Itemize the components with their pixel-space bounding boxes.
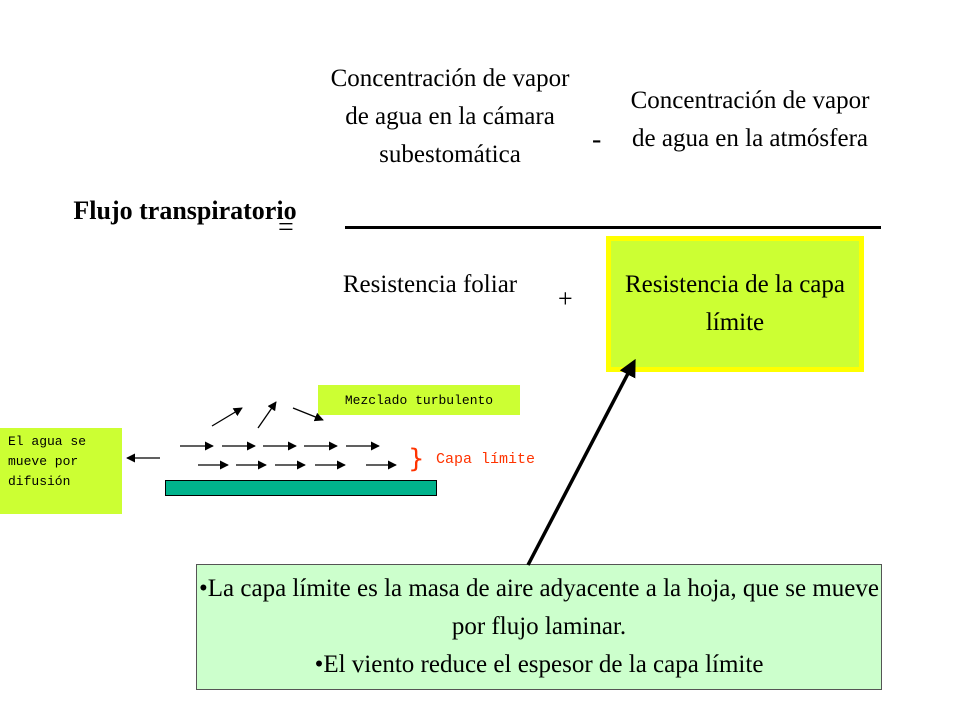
- numerator-subestomatic: Concentración de vapor de agua en la cám…: [330, 65, 570, 168]
- info-box: •La capa límite es la masa de aire adyac…: [196, 564, 882, 690]
- equals-sign: =: [278, 212, 294, 243]
- denominator-leaf-resistance: Resistencia foliar: [342, 271, 518, 298]
- numerator-atmosphere: Concentración de vapor de agua en la atm…: [630, 87, 870, 152]
- flux-label: Flujo transpiratorio: [73, 196, 297, 225]
- turbulent-mixing-label: Mezclado turbulento: [318, 385, 520, 415]
- minus-sign: -: [592, 124, 602, 155]
- diffusion-label: El agua se mueve por difusión: [0, 428, 122, 514]
- fraction-bar: [345, 226, 881, 229]
- info-line-2: •El viento reduce el espesor de la capa …: [314, 651, 764, 678]
- turbulent-arrow: [211, 407, 243, 427]
- pointer-arrow: [526, 358, 636, 566]
- turbulent-arrow: [292, 407, 324, 422]
- turbulent-arrow: [257, 401, 277, 429]
- plus-sign: +: [558, 284, 573, 313]
- boundary-resistance-box: Resistencia de la capa límite: [606, 236, 864, 372]
- leaf-surface: [165, 480, 437, 496]
- boundary-brace: }: [408, 444, 425, 474]
- boundary-resistance-text: Resistencia de la capa límite: [624, 271, 846, 336]
- boundary-layer-label: Capa límite: [436, 451, 536, 468]
- info-line-1: •La capa límite es la masa de aire adyac…: [199, 575, 879, 640]
